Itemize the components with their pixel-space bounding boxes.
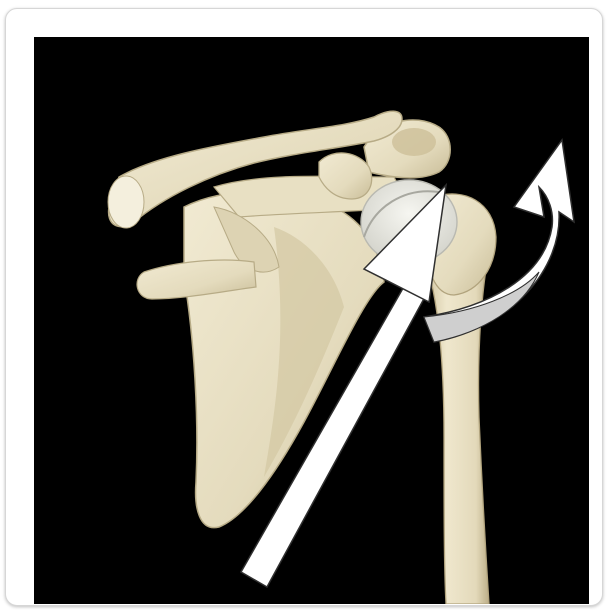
- clavicle-end: [108, 176, 144, 228]
- acromion-facet: [392, 128, 436, 156]
- image-frame: [5, 8, 603, 606]
- shoulder-bones-svg: [34, 37, 589, 604]
- shoulder-illustration: [34, 37, 589, 604]
